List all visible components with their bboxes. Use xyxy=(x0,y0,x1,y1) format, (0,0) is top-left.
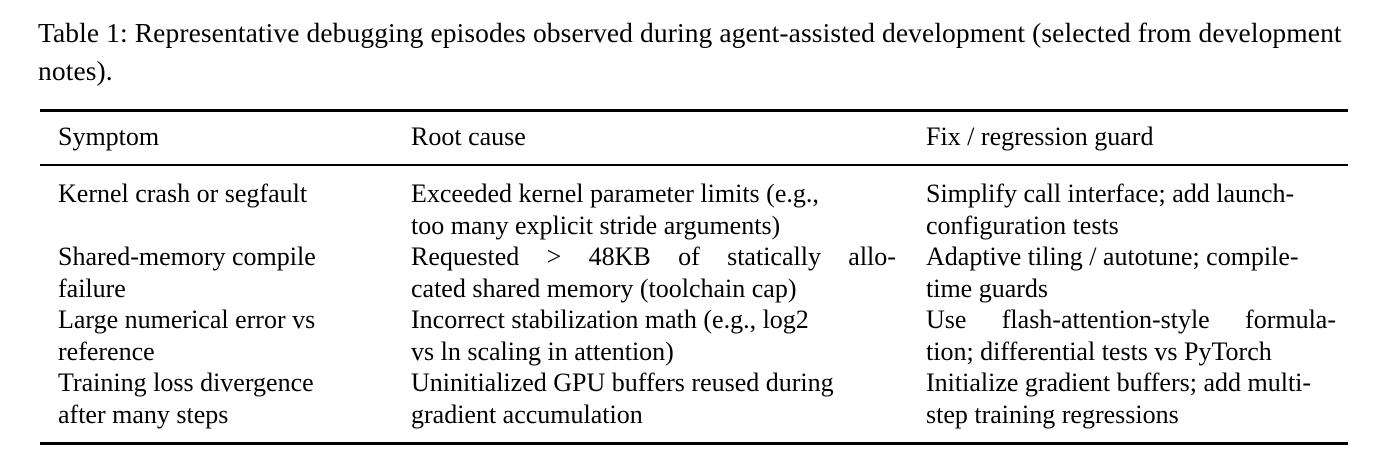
cell-root-cause: Uninitialized GPU buffers reused during … xyxy=(393,367,908,442)
cell-line: Exceeded kernel parameter limits (e.g., xyxy=(411,179,819,208)
table-row: Shared-memory compile failure Requested>… xyxy=(40,241,1348,304)
cell-line: vs ln scaling in attention) xyxy=(411,336,674,366)
debugging-episodes-table: Symptom Root cause Fix / regression guar… xyxy=(40,112,1348,164)
cell-line: Shared-memory compile xyxy=(58,242,316,271)
table-header: Symptom Root cause Fix / regression guar… xyxy=(40,112,1348,164)
cell-root-cause: Incorrect stabilization math (e.g., log2… xyxy=(393,304,908,367)
table-caption: Table 1: Representative debugging episod… xyxy=(38,17,1342,86)
table-body: Kernel crash or segfault Exceeded kernel… xyxy=(40,166,1348,442)
table-row: Training loss divergence after many step… xyxy=(40,367,1348,442)
cell-line: Initialize gradient buffers; add multi- xyxy=(926,368,1312,397)
cell-line: too many explicit stride arguments) xyxy=(411,210,781,240)
cell-line: Uninitialized GPU buffers reused during xyxy=(411,368,834,397)
column-header-root-cause: Root cause xyxy=(411,122,526,151)
cell-line: configuration tests xyxy=(926,210,1119,240)
cell-symptom: Kernel crash or segfault xyxy=(40,166,393,241)
cell-fix: Simplify call interface; add launch- con… xyxy=(908,166,1348,241)
table-top-rule xyxy=(40,109,1348,112)
cell-line: Training loss divergence xyxy=(58,368,314,397)
table-row: Large numerical error vs reference Incor… xyxy=(40,304,1348,367)
cell-line: reference xyxy=(58,336,155,366)
table-row: Kernel crash or segfault Exceeded kernel… xyxy=(40,166,1348,241)
table-bottom-rule xyxy=(40,442,1348,445)
cell-line: Large numerical error vs xyxy=(58,305,316,334)
cell-line: after many steps xyxy=(58,399,229,429)
cell-fix: Initialize gradient buffers; add multi- … xyxy=(908,367,1348,442)
debugging-episodes-table-body: Kernel crash or segfault Exceeded kernel… xyxy=(40,166,1348,442)
column-header-symptom: Symptom xyxy=(58,122,160,151)
cell-line: Kernel crash or segfault xyxy=(58,179,308,208)
cell-fix: Adaptive tiling / autotune; compile- tim… xyxy=(908,241,1348,304)
table-container: Symptom Root cause Fix / regression guar… xyxy=(40,109,1348,445)
cell-line: Simplify call interface; add launch- xyxy=(926,179,1295,208)
cell-line: tion; differential tests vs PyTorch xyxy=(926,336,1272,366)
cell-line: cated shared memory (toolchain cap) xyxy=(411,273,797,303)
table-header-row: Symptom Root cause Fix / regression guar… xyxy=(40,112,1348,164)
cell-line: time guards xyxy=(926,273,1049,303)
cell-symptom: Large numerical error vs reference xyxy=(40,304,393,367)
cell-line: step training regressions xyxy=(926,399,1179,429)
cell-root-cause: Exceeded kernel parameter limits (e.g., … xyxy=(393,166,908,241)
cell-line: Incorrect stabilization math (e.g., log2 xyxy=(411,305,809,334)
cell-line: gradient accumulation xyxy=(411,399,643,429)
cell-line: Adaptive tiling / autotune; compile- xyxy=(926,242,1299,271)
cell-line: failure xyxy=(58,273,126,303)
table-header-rule xyxy=(40,164,1348,166)
column-header-fix: Fix / regression guard xyxy=(926,122,1154,151)
cell-symptom: Training loss divergence after many step… xyxy=(40,367,393,442)
cell-symptom: Shared-memory compile failure xyxy=(40,241,393,304)
